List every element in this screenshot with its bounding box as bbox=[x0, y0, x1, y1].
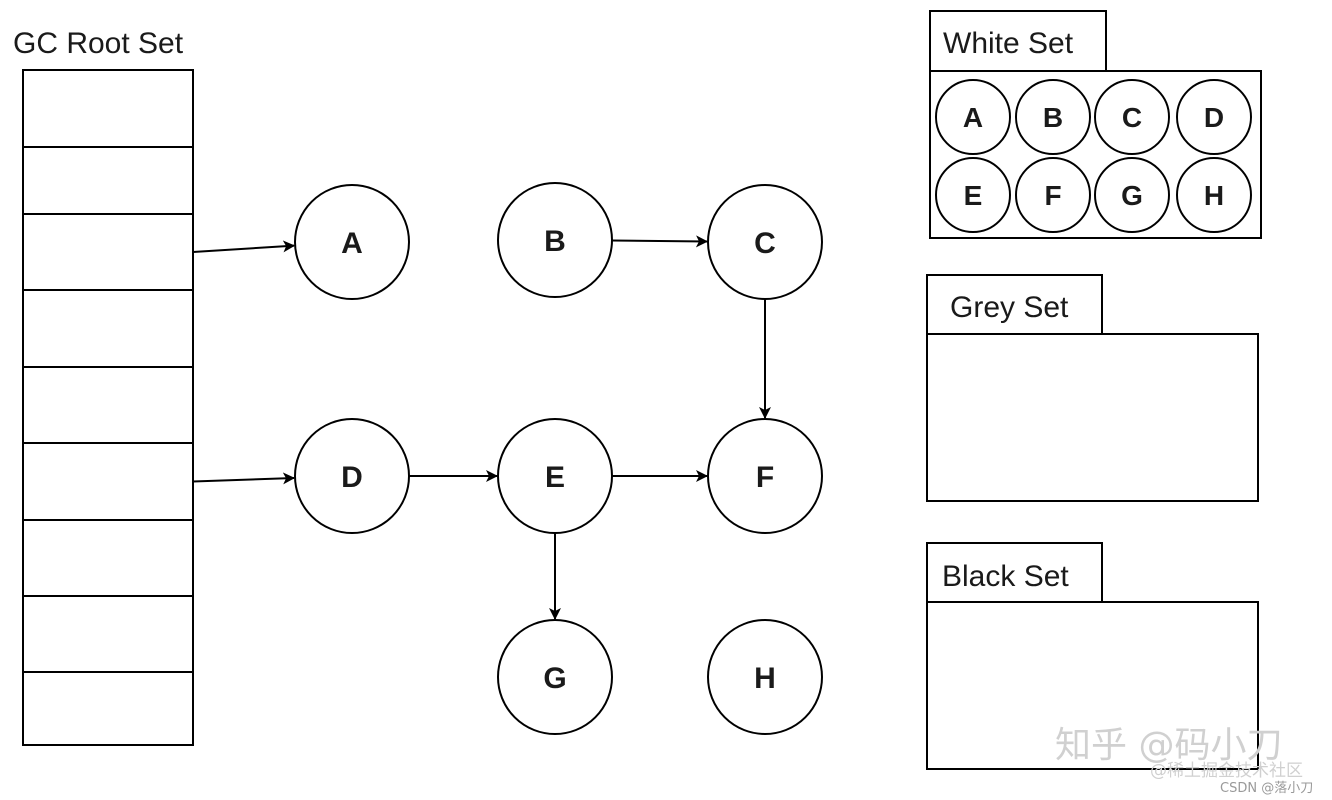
white-set-member-a: A bbox=[935, 79, 1011, 155]
white-set-members: A B C D E F G H bbox=[935, 79, 1252, 233]
member-label: F bbox=[1044, 180, 1061, 211]
root-slot-2 bbox=[22, 146, 194, 215]
root-slot-9 bbox=[22, 671, 194, 746]
root-set-stack bbox=[22, 69, 194, 746]
node-label: D bbox=[341, 461, 363, 494]
edge-root-slot-6-to-d bbox=[192, 472, 296, 485]
node-label: G bbox=[543, 662, 566, 695]
node-b: B bbox=[497, 182, 613, 298]
root-slot-5 bbox=[22, 366, 194, 444]
black-set: Black Set bbox=[926, 542, 1259, 770]
member-label: D bbox=[1204, 102, 1224, 133]
node-label: C bbox=[754, 227, 776, 260]
member-label: H bbox=[1204, 180, 1224, 211]
node-label: A bbox=[341, 227, 363, 260]
watermark-zhihu: 知乎 @码小刀 bbox=[1055, 725, 1282, 766]
root-slot-6 bbox=[22, 442, 194, 521]
node-a: A bbox=[294, 184, 410, 300]
object-nodes: A B C D E F G H bbox=[294, 182, 823, 735]
node-e: E bbox=[497, 418, 613, 534]
grey-set: Grey Set bbox=[926, 274, 1259, 502]
watermark-csdn: CSDN @落小刀 bbox=[1220, 781, 1313, 796]
member-label: A bbox=[963, 102, 983, 133]
white-set-member-b: B bbox=[1015, 79, 1091, 155]
grey-set-title: Grey Set bbox=[950, 291, 1069, 324]
root-set-title: GC Root Set bbox=[13, 27, 184, 60]
member-circle bbox=[1094, 157, 1170, 233]
node-label: E bbox=[545, 461, 565, 494]
root-slot-7 bbox=[22, 519, 194, 597]
member-circle bbox=[1015, 157, 1091, 233]
root-slot-1 bbox=[22, 69, 194, 148]
white-set-member-h: H bbox=[1176, 157, 1252, 233]
member-circle bbox=[1015, 79, 1091, 155]
node-h: H bbox=[707, 619, 823, 735]
node-f: F bbox=[707, 418, 823, 534]
node-c: C bbox=[707, 184, 823, 300]
node-circle bbox=[707, 418, 823, 534]
root-slot-4 bbox=[22, 289, 194, 368]
member-circle bbox=[1176, 157, 1252, 233]
root-slot-3 bbox=[22, 213, 194, 291]
node-g: G bbox=[497, 619, 613, 735]
member-label: G bbox=[1121, 180, 1143, 211]
member-circle bbox=[935, 157, 1011, 233]
white-set-member-e: E bbox=[935, 157, 1011, 233]
black-set-title: Black Set bbox=[942, 560, 1069, 593]
node-circle bbox=[497, 418, 613, 534]
white-set-tab bbox=[929, 10, 1107, 72]
node-circle bbox=[707, 619, 823, 735]
node-circle bbox=[497, 182, 613, 298]
node-circle bbox=[294, 418, 410, 534]
node-label: F bbox=[756, 461, 774, 494]
white-set-member-f: F bbox=[1015, 157, 1091, 233]
white-set: White Set A B C D E F G H bbox=[929, 10, 1262, 239]
root-slot-8 bbox=[22, 595, 194, 673]
member-circle bbox=[1094, 79, 1170, 155]
edge-root-slot-3-to-a bbox=[192, 240, 296, 253]
reference-edges bbox=[192, 235, 771, 620]
white-set-member-c: C bbox=[1094, 79, 1170, 155]
black-set-box bbox=[926, 601, 1259, 770]
node-circle bbox=[497, 619, 613, 735]
black-set-tab bbox=[926, 542, 1103, 603]
node-label: B bbox=[544, 225, 566, 258]
edge-b-to-c bbox=[611, 235, 709, 248]
member-circle bbox=[935, 79, 1011, 155]
member-label: C bbox=[1122, 102, 1142, 133]
member-label: B bbox=[1043, 102, 1063, 133]
white-set-title: White Set bbox=[943, 27, 1074, 60]
member-label: E bbox=[964, 180, 983, 211]
member-circle bbox=[1176, 79, 1252, 155]
grey-set-box bbox=[926, 333, 1259, 502]
white-set-member-d: D bbox=[1176, 79, 1252, 155]
node-circle bbox=[294, 184, 410, 300]
node-circle bbox=[707, 184, 823, 300]
white-set-member-g: G bbox=[1094, 157, 1170, 233]
grey-set-tab bbox=[926, 274, 1103, 335]
watermark-juejin: @稀土掘金技术社区 bbox=[1150, 761, 1303, 781]
node-d: D bbox=[294, 418, 410, 534]
node-label: H bbox=[754, 662, 776, 695]
